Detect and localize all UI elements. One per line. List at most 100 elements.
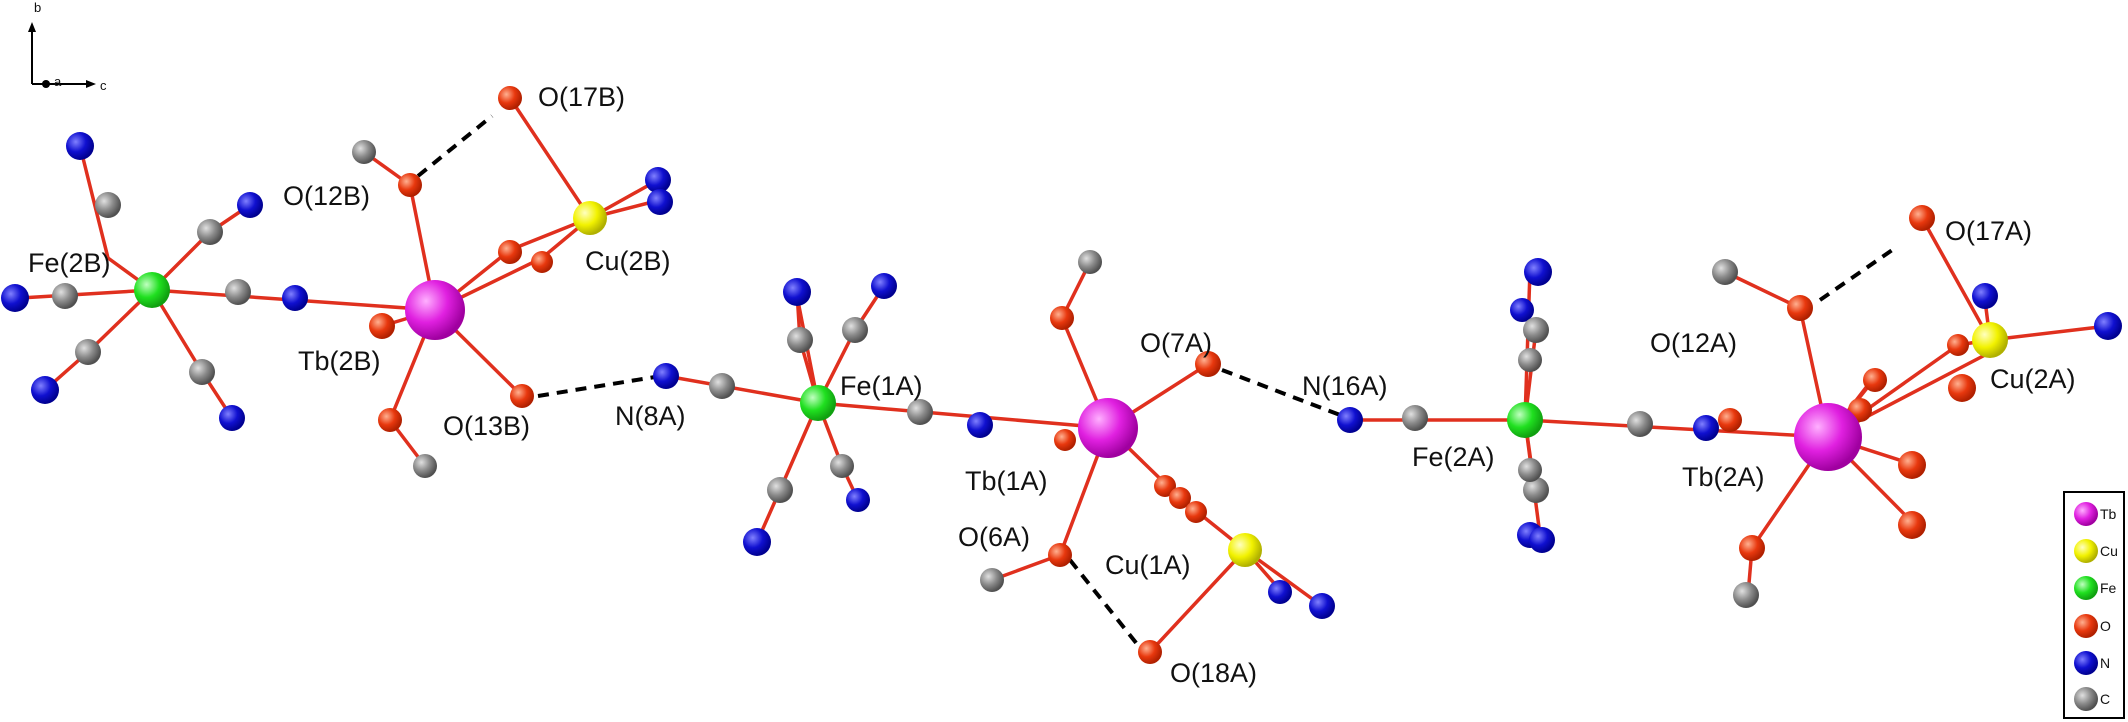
label-cu2a: Cu(2A): [1990, 364, 2076, 394]
atom-n: [653, 363, 679, 389]
legend-cu-swatch: [2074, 539, 2098, 563]
legend-o-label: O: [2100, 618, 2111, 634]
atom-n: [237, 192, 263, 218]
atom-n: [1524, 258, 1552, 286]
label-fe1a: Fe(1A): [840, 371, 923, 401]
atom-tb: [1078, 398, 1138, 458]
atom-n: [647, 189, 673, 215]
atom-c: [1733, 582, 1759, 608]
label-tb2b: Tb(2B): [298, 346, 381, 376]
atom-c: [52, 283, 78, 309]
atom-n: [1337, 407, 1363, 433]
atom-n: [1309, 593, 1335, 619]
atom-cu: [1228, 533, 1262, 567]
atom-c: [75, 339, 101, 365]
legend-c-label: C: [2100, 691, 2110, 707]
atom-o: [1863, 368, 1887, 392]
atom-c: [787, 327, 813, 353]
atom-n: [2094, 312, 2122, 340]
atom-c: [1402, 405, 1428, 431]
atom-c: [1627, 411, 1653, 437]
atom-o: [1138, 640, 1162, 664]
axis-c-label: c: [100, 78, 107, 93]
atom-o: [1050, 306, 1074, 330]
atom-c: [352, 140, 376, 164]
legend-frame: [2063, 491, 2125, 719]
atom-labels: O(17B) O(12B) Cu(2B) Fe(2B) Tb(2B) O(13B…: [28, 82, 2076, 688]
label-o7a: O(7A): [1140, 328, 1212, 358]
atom-c: [709, 373, 735, 399]
atom-o: [369, 313, 395, 339]
atom-c: [842, 317, 868, 343]
atom-fe: [1507, 402, 1543, 438]
atom-o: [398, 173, 422, 197]
atom-n: [1972, 283, 1998, 309]
label-o12b: O(12B): [283, 181, 370, 211]
atom-c: [225, 279, 251, 305]
axis-a-dot-icon: [42, 80, 50, 88]
label-o13b: O(13B): [443, 411, 530, 441]
atom-o: [1898, 451, 1926, 479]
atom-c: [1078, 250, 1102, 274]
atom-o: [498, 240, 522, 264]
label-o18a: O(18A): [1170, 658, 1257, 688]
atom-c: [1518, 458, 1542, 482]
axis-c-arrow-icon: [86, 80, 96, 88]
axis-b-label: b: [34, 0, 41, 15]
label-o17a: O(17A): [1945, 216, 2032, 246]
atom-n: [743, 528, 771, 556]
atom-o: [1909, 205, 1935, 231]
atom-o: [1948, 374, 1976, 402]
atom-o: [510, 384, 534, 408]
label-o6a: O(6A): [958, 522, 1030, 552]
atom-n: [645, 167, 671, 193]
atom-n: [871, 273, 897, 299]
label-n8a: N(8A): [615, 401, 686, 431]
atom-n: [66, 132, 94, 160]
atom-cu: [573, 201, 607, 235]
atoms: [1, 86, 2122, 664]
legend-cu-label: Cu: [2100, 543, 2118, 559]
atom-o: [1048, 543, 1072, 567]
atom-o: [1195, 351, 1221, 377]
atom-o: [1787, 295, 1813, 321]
label-cu1a: Cu(1A): [1105, 550, 1191, 580]
atom-fe: [800, 385, 836, 421]
legend-n-label: N: [2100, 655, 2110, 671]
hbond-o13b-n8a: [537, 375, 656, 398]
atom-o: [1718, 408, 1742, 432]
atom-fe: [134, 272, 170, 308]
label-tb2a: Tb(2A): [1682, 462, 1765, 492]
atom-o: [531, 251, 553, 273]
atom-o: [378, 408, 402, 432]
atom-c: [413, 454, 437, 478]
atom-c: [980, 568, 1004, 592]
atom-c: [1523, 477, 1549, 503]
atom-o: [1169, 487, 1191, 509]
axis-a-label: a: [54, 74, 62, 89]
hydrogen-bonds: [416, 114, 1900, 646]
atom-c: [907, 399, 933, 425]
label-fe2a: Fe(2A): [1412, 442, 1495, 472]
label-cu2b: Cu(2B): [585, 246, 671, 276]
atom-n: [1, 284, 29, 312]
legend-fe-label: Fe: [2100, 580, 2117, 596]
label-fe2b: Fe(2B): [28, 248, 111, 278]
label-o12a: O(12A): [1650, 328, 1737, 358]
atom-n: [967, 412, 993, 438]
atom-c: [767, 477, 793, 503]
axes-indicator: b a c: [28, 0, 107, 93]
atom-c: [1523, 317, 1549, 343]
atom-o: [1154, 475, 1176, 497]
atom-n: [1693, 415, 1719, 441]
atom-o: [1185, 501, 1207, 523]
atom-n: [31, 376, 59, 404]
atom-n: [846, 488, 870, 512]
legend-n-swatch: [2074, 651, 2098, 675]
atom-n: [783, 278, 811, 306]
atom-n: [219, 405, 245, 431]
atom-n: [282, 285, 308, 311]
hbond-o7a-n16a: [1221, 368, 1341, 417]
atom-o: [1947, 334, 1969, 356]
